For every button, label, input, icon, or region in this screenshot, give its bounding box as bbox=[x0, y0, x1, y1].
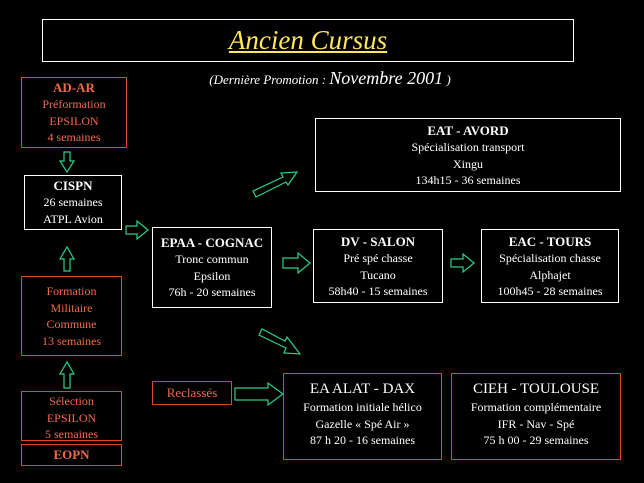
cispn-line: ATPL Avion bbox=[43, 211, 103, 226]
adar-line: 4 semaines bbox=[47, 130, 101, 144]
arrow-adar-to-cispn bbox=[58, 151, 76, 174]
eat-line: 134h15 - 36 semaines bbox=[415, 173, 521, 187]
box-dv-salon: DV - SALON Pré spé chasse Tucano 58h40 -… bbox=[313, 229, 443, 303]
cieh-line: 75 h 00 - 29 semaines bbox=[483, 433, 589, 447]
dv-line: 58h40 - 15 semaines bbox=[328, 284, 428, 298]
subtitle-prefix: (Dernière Promotion : bbox=[209, 72, 330, 87]
alat-line: Formation initiale hélico bbox=[303, 400, 422, 414]
cieh-line: IFR - Nav - Spé bbox=[497, 416, 575, 431]
subtitle-suffix: ) bbox=[443, 72, 451, 87]
epaa-title: EPAA - COGNAC bbox=[160, 235, 264, 250]
box-eat-avord: EAT - AVORD Spécialisation transport Xin… bbox=[315, 118, 621, 192]
eac-title: EAC - TOURS bbox=[508, 234, 592, 249]
box-reclasses: Reclassés bbox=[152, 381, 232, 405]
cieh-line: Formation complémentaire bbox=[470, 400, 602, 414]
box-epaa-cognac: EPAA - COGNAC Tronc commun Epsilon 76h -… bbox=[152, 227, 272, 308]
epaa-line: Epsilon bbox=[193, 268, 231, 283]
alat-line: 87 h 20 - 16 semaines bbox=[310, 433, 415, 447]
arrow-epaa-to-dv bbox=[282, 251, 311, 275]
epaa-line: 76h - 20 semaines bbox=[168, 285, 256, 299]
arrow-epaa-to-alat bbox=[258, 328, 302, 355]
arrow-epaa-to-eat bbox=[252, 171, 299, 198]
title-box: Ancien Cursus bbox=[42, 19, 574, 62]
eat-title: EAT - AVORD bbox=[427, 123, 509, 138]
arrow-reclasses-to-alat bbox=[234, 381, 285, 407]
selection-line: EPSILON bbox=[46, 410, 97, 425]
arrow-dv-to-eac bbox=[450, 252, 475, 274]
adar-line: EPSILON bbox=[49, 113, 99, 128]
dv-line: Pré spé chasse bbox=[343, 251, 413, 265]
alat-title: EA ALAT - DAX bbox=[309, 381, 416, 397]
adar-title: AD-AR bbox=[53, 80, 95, 95]
arrow-selection-to-fmc bbox=[58, 360, 76, 389]
diagram-title: Ancien Cursus bbox=[228, 25, 388, 55]
dv-title: DV - SALON bbox=[340, 234, 416, 249]
eat-line: Xingu bbox=[453, 156, 483, 171]
selection-line: 5 semaines bbox=[45, 427, 98, 441]
alat-line: Gazelle « Spé Air » bbox=[315, 416, 410, 431]
cispn-line: 26 semaines bbox=[43, 195, 103, 209]
fmc-line: Formation bbox=[46, 284, 97, 298]
box-formation-militaire-commune: Formation Militaire Commune 13 semaines bbox=[21, 276, 122, 356]
subtitle-date: Novembre 2001 bbox=[329, 68, 444, 88]
dv-line: Tucano bbox=[360, 267, 396, 282]
epaa-line: Tronc commun bbox=[175, 252, 249, 266]
arrow-cispn-to-epaa bbox=[125, 219, 149, 241]
fmc-line: Commune bbox=[46, 317, 97, 331]
box-selection: Sélection EPSILON 5 semaines bbox=[21, 391, 122, 441]
fmc-line: 13 semaines bbox=[42, 333, 101, 348]
subtitle: (Dernière Promotion : Novembre 2001 ) bbox=[150, 68, 510, 90]
box-cieh-toulouse: CIEH - TOULOUSE Formation complémentaire… bbox=[451, 373, 621, 460]
box-eac-tours: EAC - TOURS Spécialisation chasse Alphaj… bbox=[481, 229, 619, 303]
box-eopn: EOPN bbox=[21, 444, 122, 466]
eac-line: Spécialisation chasse bbox=[499, 251, 601, 265]
arrow-fmc-to-cispn bbox=[58, 245, 76, 272]
eac-line: Alphajet bbox=[529, 267, 571, 282]
fmc-line: Militaire bbox=[50, 300, 93, 315]
cieh-title: CIEH - TOULOUSE bbox=[472, 381, 600, 397]
box-adar: AD-AR Préformation EPSILON 4 semaines bbox=[21, 77, 127, 148]
reclasses-label: Reclassés bbox=[166, 385, 218, 400]
box-cispn: CISPN 26 semaines ATPL Avion bbox=[24, 175, 122, 230]
adar-line: Préformation bbox=[42, 97, 106, 111]
cispn-title: CISPN bbox=[53, 178, 93, 193]
selection-line: Sélection bbox=[49, 394, 94, 408]
eopn-title: EOPN bbox=[53, 447, 90, 462]
eac-line: 100h45 - 28 semaines bbox=[497, 284, 603, 298]
box-ea-alat-dax: EA ALAT - DAX Formation initiale hélico … bbox=[283, 373, 442, 460]
eat-line: Spécialisation transport bbox=[411, 140, 525, 154]
